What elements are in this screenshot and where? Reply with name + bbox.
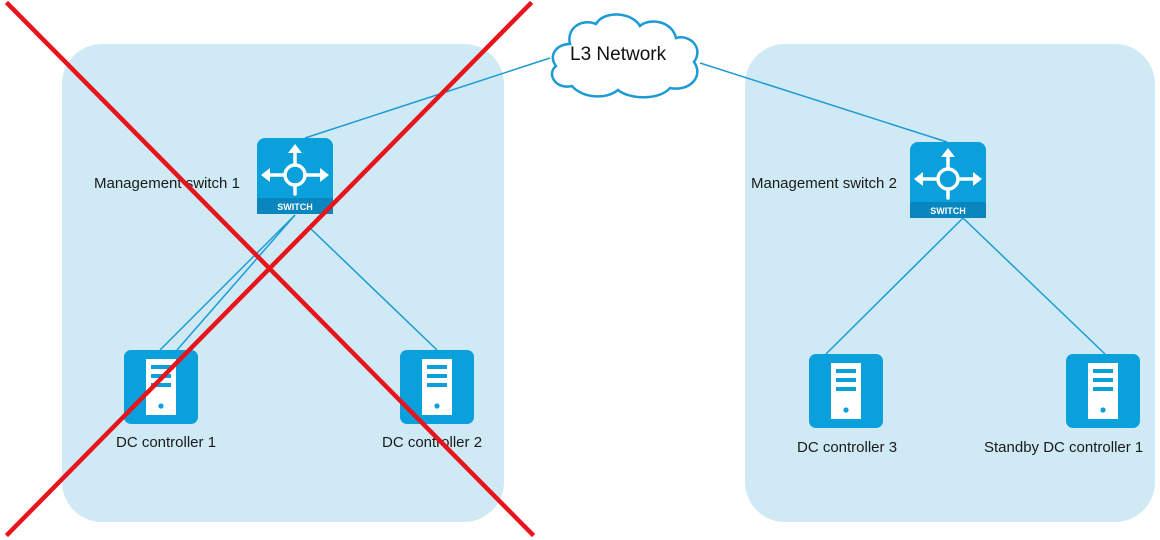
link-switch-2-standby-controller [962,217,1106,355]
switch-label-2: Management switch 2 [751,175,897,192]
link-switch-1-controller-2 [309,227,438,351]
link-switch-2-controller-3 [825,217,964,355]
controller-label-2: DC controller 2 [382,434,483,451]
switch-label-1: Management switch 1 [94,175,240,192]
cloud-label: L3 Network [570,44,667,65]
link-cloud-switch-1 [304,57,551,139]
switch-badge-2: SWITCH [930,206,966,216]
site-area-right [745,44,1155,522]
server-icon-3 [809,354,883,428]
controller-label-4: Standby DC controller 1 [984,439,1144,456]
link-switch-1-controller-1 [159,214,296,351]
link-switch-1-controller-1-b [176,214,296,351]
server-icon-4 [1066,354,1140,428]
controller-label-3: DC controller 3 [797,439,898,456]
server-icon-2 [400,350,474,424]
controller-label-1: DC controller 1 [116,434,217,451]
switch-badge-1: SWITCH [277,202,313,212]
link-cloud-switch-2 [699,62,948,143]
